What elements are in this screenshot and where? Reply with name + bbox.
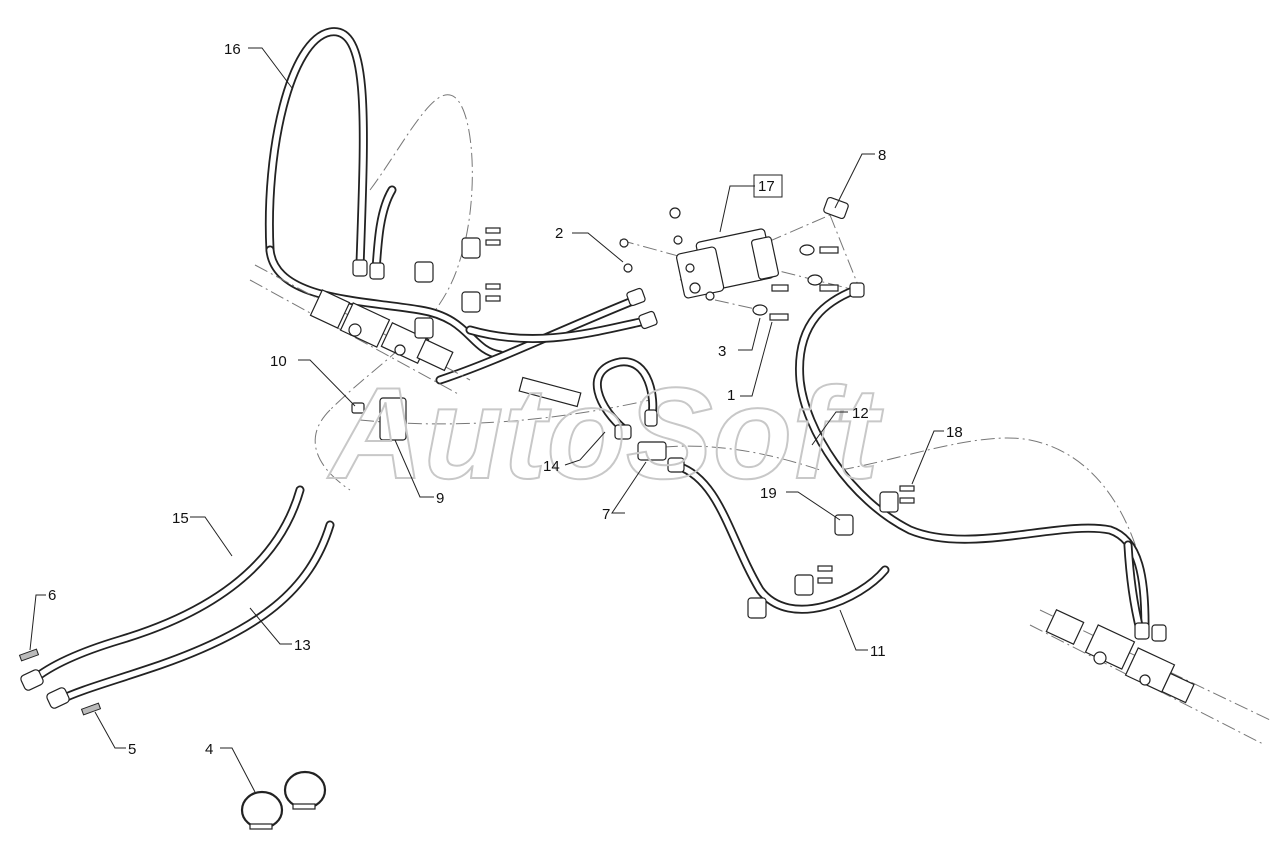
- pump-unit: [619, 196, 865, 321]
- callout-2: 2: [555, 225, 563, 242]
- callout-box-17: [753, 174, 783, 198]
- callout-18: 18: [946, 424, 963, 441]
- callout-15: 15: [172, 510, 189, 527]
- callout-13: 13: [294, 637, 311, 654]
- callout-17: 17: [758, 178, 775, 195]
- callout-1: 1: [727, 387, 735, 404]
- hoses: [28, 27, 1150, 705]
- callout-5: 5: [128, 741, 136, 758]
- right-valve-block: [1029, 608, 1271, 746]
- leader-lines: [29, 47, 944, 793]
- callout-6: 6: [48, 587, 56, 604]
- callout-9: 9: [436, 490, 444, 507]
- callout-14: 14: [543, 458, 560, 475]
- clamp-blocks-left: [414, 227, 501, 339]
- callout-10: 10: [270, 353, 287, 370]
- callout-19: 19: [760, 485, 777, 502]
- callout-16: 16: [224, 41, 241, 58]
- hose-clamps: [240, 770, 327, 830]
- callout-11: 11: [870, 643, 886, 660]
- watermark: AutoSoft: [327, 360, 883, 506]
- callout-labels: 16 8 17 2 3 1 10 12 18 14 9 7 19 15 6 13 11 5 4: [48, 41, 963, 758]
- callout-3: 3: [718, 343, 726, 360]
- hose-end-fittings: [18, 648, 102, 716]
- fittings-center: [351, 287, 685, 473]
- callout-8: 8: [878, 147, 886, 164]
- callout-7: 7: [602, 506, 610, 523]
- left-valve-block: [249, 259, 471, 396]
- callout-4: 4: [205, 741, 213, 758]
- callout-12: 12: [852, 405, 869, 422]
